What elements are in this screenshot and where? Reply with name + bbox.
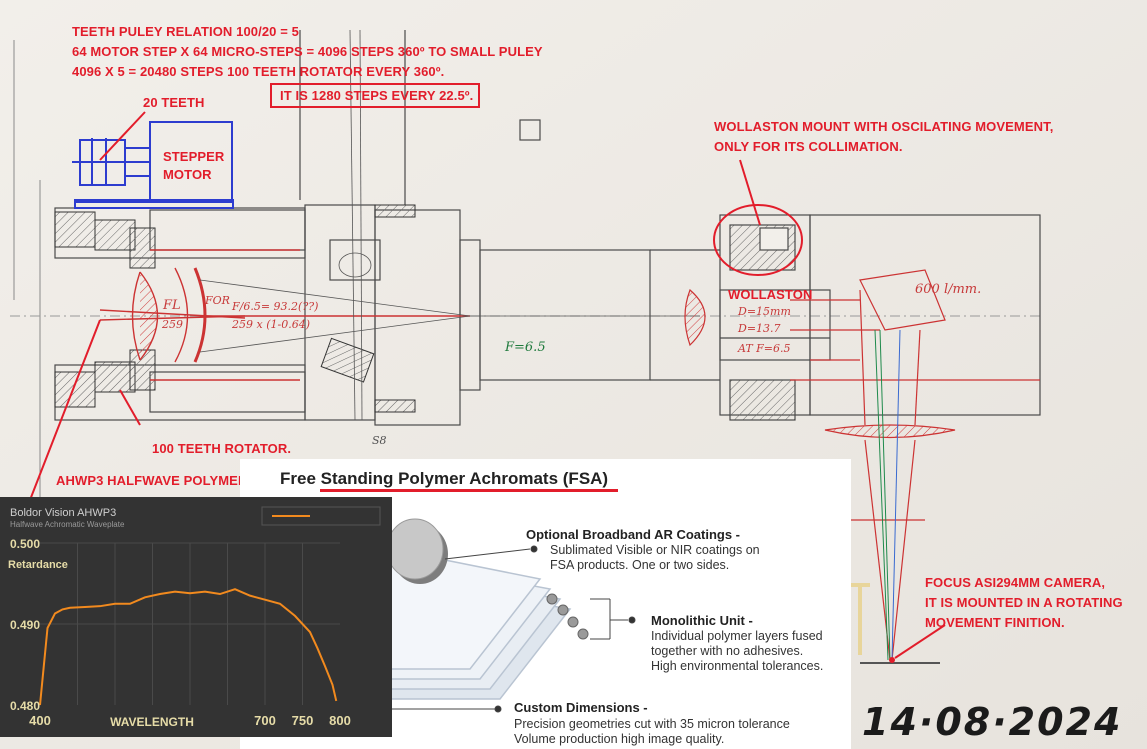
leader-lines bbox=[29, 111, 946, 659]
note-d15: D=15mm bbox=[738, 305, 791, 318]
wollaston-mount-line2: ONLY FOR ITS COLLIMATION. bbox=[714, 139, 903, 154]
fsa-feature2-title: Monolithic Unit - bbox=[651, 613, 753, 628]
fsa-feature2-line3: High environmental tolerances. bbox=[651, 659, 824, 673]
stepper-label-line2: MOTOR bbox=[163, 167, 212, 182]
drawing-date: 14·08·2024 bbox=[862, 700, 1123, 744]
note-for: FOR bbox=[205, 294, 230, 307]
spectral-rays bbox=[874, 329, 901, 661]
fsa-feature1-line1: Sublimated Visible or NIR coatings on bbox=[550, 543, 760, 557]
wollaston-mount-label: WOLLASTON MOUNT WITH OSCILATING MOVEMENT… bbox=[714, 117, 1053, 157]
focus-camera-line2: IT IS MOUNTED IN A ROTATING bbox=[925, 595, 1123, 610]
wollaston-mount-line1: WOLLASTON MOUNT WITH OSCILATING MOVEMENT… bbox=[714, 119, 1054, 134]
focus-camera-line1: FOCUS ASI294MM CAMERA, bbox=[925, 575, 1106, 590]
x-tick-label: 700 bbox=[254, 713, 276, 728]
steps-box: IT IS 1280 STEPS EVERY 22.5º. bbox=[270, 83, 480, 108]
y-tick-label: 0.500 bbox=[10, 537, 40, 551]
fsa-connectors bbox=[390, 545, 636, 713]
fsa-feature3-line1: Precision geometries cut with 35 micron … bbox=[514, 717, 790, 731]
focus-camera-label: FOCUS ASI294MM CAMERA, IT IS MOUNTED IN … bbox=[925, 573, 1123, 633]
y-tick-label: 0.480 bbox=[10, 699, 40, 713]
calc-line-3: 4096 X 5 = 20480 STEPS 100 TEETH ROTATOR… bbox=[72, 64, 445, 79]
focus-point bbox=[889, 657, 895, 663]
calc-line-2: 64 MOTOR STEP X 64 MICRO-STEPS = 4096 ST… bbox=[72, 44, 543, 59]
twenty-teeth-label: 20 TEETH bbox=[143, 95, 205, 110]
series-line bbox=[39, 588, 338, 706]
stepper-motor-label: STEPPER MOTOR bbox=[163, 148, 224, 184]
fsa-title: Free Standing Polymer Achromats (FSA) bbox=[280, 469, 609, 488]
y-axis-label: Retardance bbox=[8, 559, 68, 571]
retardance-chart-panel: Boldor Vision AHWP3 Halfwave Achromatic … bbox=[0, 497, 392, 737]
fsa-feature1-title: Optional Broadband AR Coatings - bbox=[526, 527, 741, 542]
left-hatched-parts bbox=[54, 204, 416, 413]
x-tick-label: 800 bbox=[329, 713, 351, 728]
hundred-teeth-label: 100 TEETH ROTATOR. bbox=[152, 441, 292, 456]
note-f65: F=6.5 bbox=[505, 340, 546, 355]
fsa-panel: Free Standing Polymer Achromats (FSA) bbox=[240, 459, 851, 749]
wollaston-label: WOLLASTON bbox=[728, 287, 813, 302]
wollaston-block bbox=[719, 224, 831, 421]
note-fl-value: 259 bbox=[162, 318, 183, 331]
steps-box-text: IT IS 1280 STEPS EVERY 22.5º. bbox=[280, 88, 474, 103]
stepper-motor-drawing bbox=[72, 121, 234, 209]
ray-lines bbox=[199, 29, 700, 421]
focus-base bbox=[850, 583, 940, 664]
legend-box bbox=[261, 506, 381, 526]
fsa-feature3-title: Custom Dimensions - bbox=[514, 700, 648, 715]
note-atf: AT F=6.5 bbox=[738, 342, 791, 355]
pulley-calculations: TEETH PULEY RELATION 100/20 = 5 64 MOTOR… bbox=[72, 22, 543, 82]
note-s8: S8 bbox=[372, 434, 387, 447]
note-grating: 600 l/mm. bbox=[915, 282, 982, 297]
fsa-feature2-line2: together with no adhesives. bbox=[651, 644, 804, 658]
lens-fl bbox=[99, 249, 470, 381]
ahwp3-label: AHWP3 HALFWAVE POLYMER bbox=[56, 473, 248, 488]
x-axis-label: WAVELENGTH bbox=[110, 715, 194, 729]
note-d137: D=13.7 bbox=[738, 322, 781, 335]
note-f-formula2: 259 x (1-0.64) bbox=[232, 318, 310, 331]
stepper-label-line1: STEPPER bbox=[163, 149, 225, 164]
fsa-feature3-line2: Volume production high image quality. bbox=[514, 732, 725, 746]
x-tick-label: 400 bbox=[29, 713, 51, 728]
spectrograph-red bbox=[790, 269, 1040, 661]
fsa-title-underline bbox=[320, 489, 618, 492]
fsa-feature2-line1: Individual polymer layers fused bbox=[651, 629, 823, 643]
focus-camera-line3: MOVEMENT FINITION. bbox=[925, 615, 1065, 630]
note-fl: FL bbox=[163, 298, 181, 313]
fsa-layer-dots bbox=[546, 593, 589, 640]
chart-panel-subtitle: Halfwave Achromatic Waveplate bbox=[10, 520, 125, 529]
y-tick-label: 0.490 bbox=[10, 618, 40, 632]
note-f-formula: F/6.5= 93.2(??) bbox=[232, 300, 319, 313]
retardance-chart: 0.480 0.490 0.500 400 700 750 800 WAVELENGTH Ret… bbox=[8, 506, 381, 729]
calc-line-1: TEETH PULEY RELATION 100/20 = 5 bbox=[72, 24, 299, 39]
collimator-lens bbox=[684, 288, 706, 347]
chart-panel-title: Boldor Vision AHWP3 bbox=[10, 507, 117, 519]
fsa-illustration bbox=[386, 518, 636, 713]
x-tick-label: 750 bbox=[292, 713, 314, 728]
fsa-feature1-line2: FSA products. One or two sides. bbox=[550, 558, 730, 572]
